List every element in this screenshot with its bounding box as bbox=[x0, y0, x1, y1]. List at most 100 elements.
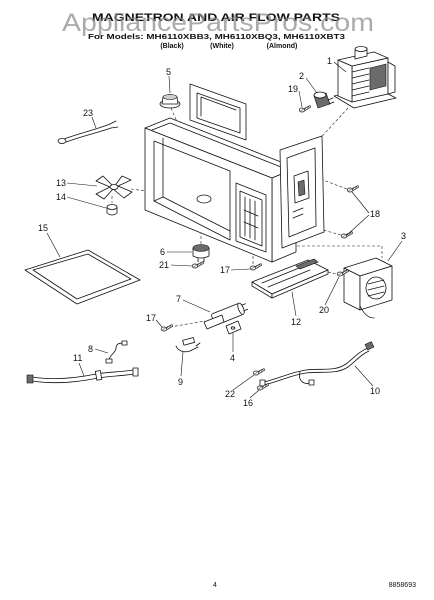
side-panel-bracket-core bbox=[297, 179, 306, 197]
part-2 bbox=[313, 91, 335, 109]
callout-17-lower: 17 bbox=[146, 313, 156, 323]
harness-11-connector-left bbox=[26, 374, 34, 384]
screw-19 bbox=[298, 105, 311, 113]
color-label-almond: (Almond) bbox=[267, 43, 298, 50]
cavity-hole bbox=[196, 194, 212, 204]
part-12-rails bbox=[261, 265, 311, 288]
magnetron-antenna-cap bbox=[354, 46, 368, 52]
side-panel-tabs bbox=[292, 207, 304, 219]
callout-3: 3 bbox=[401, 231, 406, 241]
part-8-connector-a bbox=[105, 358, 113, 364]
magnetron-filter bbox=[387, 61, 396, 95]
part-12 bbox=[251, 258, 329, 299]
screw-17-lower bbox=[160, 324, 173, 332]
leader-17-lower bbox=[155, 319, 163, 328]
part-10-wire-harness bbox=[259, 341, 375, 387]
part-14 bbox=[106, 204, 118, 216]
part-9-end bbox=[195, 342, 201, 347]
harness-10-connector-branch bbox=[308, 379, 315, 386]
callout-2: 2 bbox=[299, 71, 304, 81]
leader-14 bbox=[66, 196, 107, 209]
part-6 bbox=[192, 244, 210, 263]
leader-18-lower bbox=[346, 214, 370, 236]
leader-17-upper bbox=[230, 268, 251, 271]
part-8-wire bbox=[108, 342, 125, 361]
part-14-top bbox=[106, 204, 118, 210]
guide-screw18-panel-b bbox=[322, 229, 342, 236]
callout-17-upper: 17 bbox=[220, 265, 230, 275]
callout-9: 9 bbox=[178, 377, 183, 387]
part-13-hub bbox=[109, 184, 119, 190]
cavity-frame bbox=[144, 83, 297, 263]
leader-7 bbox=[182, 299, 211, 313]
guide-cavity-transformer bbox=[292, 245, 383, 258]
footer: 4 8858693 bbox=[213, 582, 416, 589]
leader-10 bbox=[354, 365, 374, 387]
part-9 bbox=[175, 337, 201, 353]
callout-22: 22 bbox=[225, 389, 235, 399]
part-8 bbox=[105, 340, 128, 364]
harness-11-wire-a bbox=[31, 369, 135, 380]
part-9-body bbox=[182, 337, 195, 346]
harness-10-wire-b bbox=[263, 350, 370, 386]
part-13-blade bbox=[95, 175, 133, 200]
callout-20: 20 bbox=[319, 305, 329, 315]
color-label-black: (Black) bbox=[160, 43, 183, 50]
guide-antenna-cavity bbox=[170, 107, 179, 125]
rear-panel-window-edge bbox=[200, 96, 237, 117]
capacitor-terminals bbox=[241, 303, 249, 312]
screw-18-upper bbox=[346, 185, 359, 193]
capacitor-bracket bbox=[203, 314, 225, 330]
leader-13 bbox=[66, 182, 98, 187]
callout-numbers: 1 2 19 5 23 13 14 15 6 21 17 7 17 8 11 9… bbox=[38, 56, 406, 408]
callout-15: 15 bbox=[38, 223, 48, 233]
leader-19 bbox=[298, 90, 303, 108]
part-11-wire-harness bbox=[26, 367, 139, 384]
part-6-terminals bbox=[197, 257, 205, 263]
part-8-connector-b bbox=[121, 340, 128, 346]
part-23 bbox=[57, 120, 119, 144]
screw-17-upper bbox=[249, 263, 262, 271]
harness-10-connector-start bbox=[259, 379, 266, 387]
part-15-plate bbox=[24, 249, 141, 305]
cavity-vent-slots bbox=[243, 196, 259, 241]
leader-22 bbox=[232, 374, 255, 391]
part-5-top bbox=[162, 94, 178, 100]
part-7-capacitor bbox=[203, 302, 249, 330]
part-4 bbox=[225, 320, 242, 335]
guide-plate-screw bbox=[327, 271, 338, 275]
cavity-opening-back-edge bbox=[162, 196, 231, 232]
callout-1: 1 bbox=[327, 56, 332, 66]
capacitor-end bbox=[237, 302, 245, 315]
leader-8 bbox=[94, 348, 109, 354]
watermark: AppliancePartsPros.com bbox=[62, 9, 374, 37]
callout-18: 18 bbox=[370, 209, 380, 219]
magnetron-terminal-box bbox=[369, 63, 387, 91]
harness-11-connector-right bbox=[132, 367, 139, 377]
harness-10-branch bbox=[299, 371, 311, 384]
transformer-coil-lines bbox=[367, 279, 385, 297]
magnetron-fins bbox=[351, 67, 370, 97]
leader-lines bbox=[46, 61, 403, 399]
callout-23: 23 bbox=[83, 108, 93, 118]
leader-9 bbox=[180, 351, 184, 377]
callout-10: 10 bbox=[370, 386, 380, 396]
callout-5: 5 bbox=[166, 67, 171, 77]
part-9-lead bbox=[175, 345, 199, 353]
leader-21 bbox=[170, 264, 193, 267]
header: MAGNETRON AND AIR FLOW PARTS For Models:… bbox=[88, 12, 345, 50]
callout-7: 7 bbox=[176, 294, 181, 304]
part-12-flange-side bbox=[271, 269, 329, 299]
harness-11-connector-mid bbox=[94, 370, 103, 381]
part-23-bulb bbox=[57, 138, 67, 144]
leader-16 bbox=[249, 389, 260, 399]
part-1-magnetron bbox=[333, 46, 397, 109]
page-number: 4 bbox=[213, 582, 217, 589]
part-code: 8858693 bbox=[389, 582, 416, 589]
part-2-terminals bbox=[327, 97, 335, 105]
callout-13: 13 bbox=[56, 178, 66, 188]
part-23-leads bbox=[109, 120, 119, 129]
harness-10-wire-a bbox=[263, 347, 369, 383]
leader-15 bbox=[46, 232, 61, 258]
